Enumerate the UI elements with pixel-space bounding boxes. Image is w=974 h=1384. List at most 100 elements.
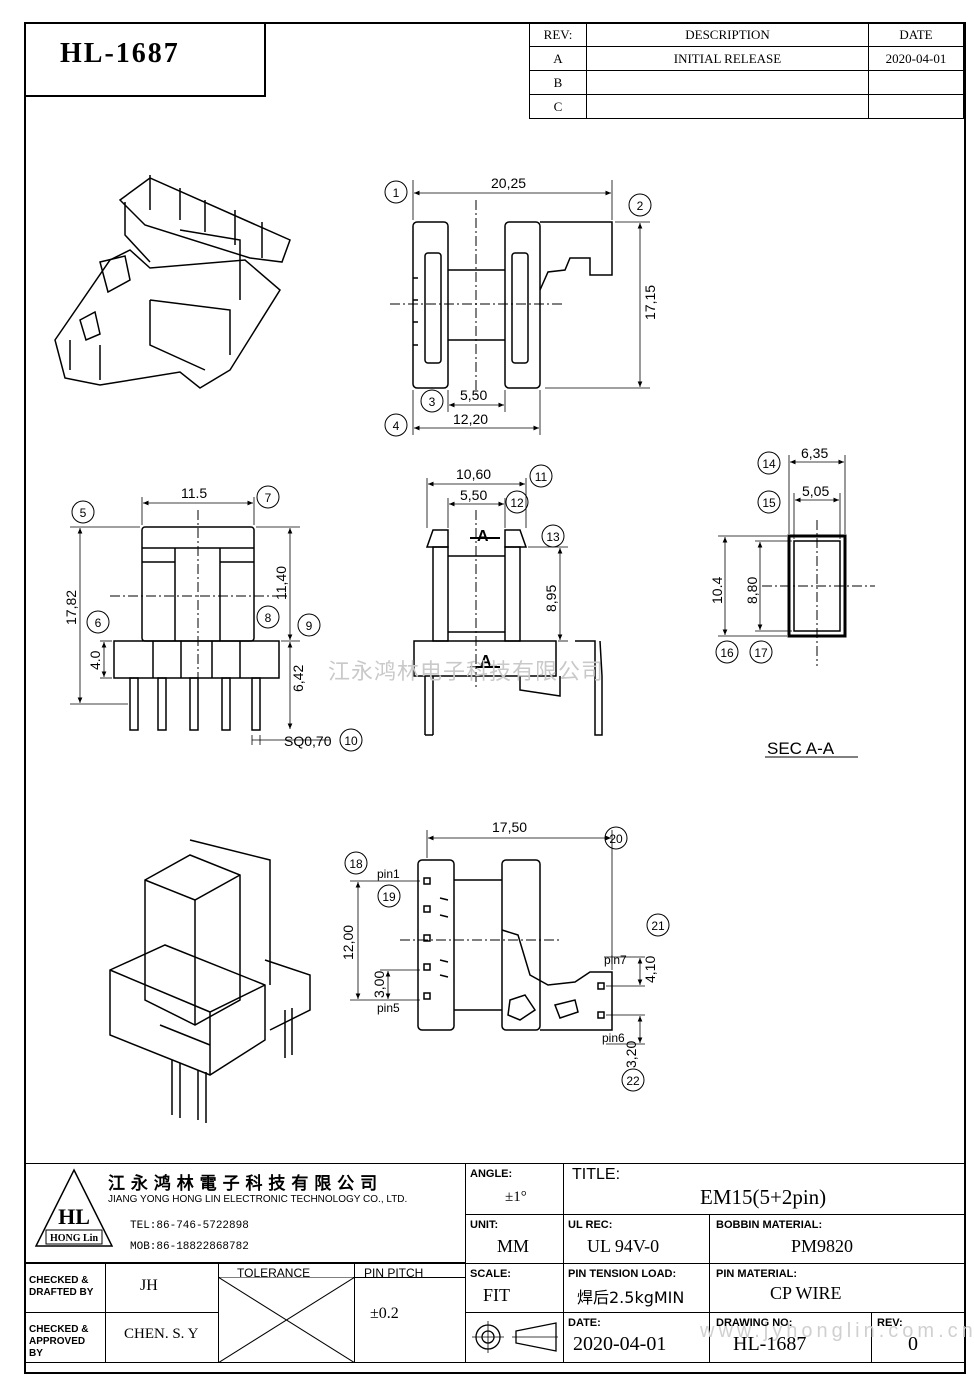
section-a-a — [762, 520, 875, 758]
pin7-label: pin7 — [604, 953, 627, 967]
dim-8-80: 8,80 — [744, 577, 760, 604]
dim-5-50-top: 5,50 — [460, 387, 487, 403]
unit-value: MM — [497, 1236, 530, 1256]
dim-6-42: 6,42 — [290, 665, 306, 692]
description-header: DESCRIPTION — [586, 22, 869, 47]
dim-8-95: 8,95 — [543, 585, 559, 612]
ul-label: UL REC: — [568, 1219, 613, 1231]
balloon-9: 9 — [306, 619, 313, 633]
dim-3-00: 3,00 — [371, 971, 387, 998]
balloon-16: 16 — [720, 646, 734, 660]
dim-5-05: 5,05 — [802, 483, 829, 499]
company-logo: HL HONG Lin — [34, 1168, 114, 1247]
balloon-13: 13 — [546, 530, 560, 544]
checked-drafted-label: CHECKED & DRAFTED BY — [29, 1275, 94, 1298]
watermark-url: www.jyhonglin.com.cn — [700, 1320, 974, 1342]
front-view — [110, 510, 290, 731]
dim-17-15: 17,15 — [642, 285, 658, 320]
pin-tension-label: PIN TENSION LOAD: — [568, 1268, 677, 1280]
checked-approved-label: CHECKED & APPROVED BY — [29, 1324, 89, 1359]
rev-cell — [871, 1312, 966, 1363]
rev-b: B — [529, 70, 587, 95]
ul-value: UL 94V-0 — [587, 1236, 660, 1256]
section-mark-a-top: A — [477, 528, 489, 545]
scale-value: FIT — [483, 1285, 510, 1305]
bottom-view — [400, 859, 613, 1031]
tolerance-cross — [218, 1277, 355, 1363]
dim-11-40: 11,40 — [273, 566, 289, 600]
balloon-12: 12 — [510, 496, 524, 510]
balloon-14: 14 — [762, 457, 776, 471]
dim-sq0-70: SQ0,70 — [284, 733, 332, 749]
angle-value: ±1° — [505, 1189, 527, 1205]
rev-value: 0 — [908, 1333, 918, 1355]
drawing-frame — [24, 22, 966, 1374]
balloon-8: 8 — [265, 611, 272, 625]
logo-text: HL — [58, 1204, 90, 1229]
checked-approved-value: CHEN. S. Y — [124, 1326, 199, 1342]
rev-a-description: INITIAL RELEASE — [586, 46, 869, 71]
projection-symbol — [472, 1321, 558, 1353]
title-block: HL HONG Lin 江 永 鸿 林 電 子 科 技 有 限 公 司 JIAN… — [24, 1163, 966, 1374]
drawing-no-value: HL-1687 — [733, 1333, 807, 1355]
pin6-label: pin6 — [602, 1031, 625, 1045]
rev-a-date: 2020-04-01 — [868, 46, 964, 71]
part-number: HL-1687 — [60, 38, 180, 69]
dim-4-10: 4,10 — [642, 956, 658, 983]
section-mark-a-bottom: A — [480, 653, 492, 670]
company-tel: TEL:86-746-5722898 — [130, 1220, 249, 1232]
balloon-5: 5 — [80, 506, 87, 520]
company-name-cn: 江 永 鸿 林 電 子 科 技 有 限 公 司 — [108, 1174, 378, 1194]
dim-11-5: 11.5 — [181, 485, 207, 501]
pin-material-value: CP WIRE — [770, 1283, 842, 1303]
balloon-3: 3 — [429, 395, 436, 409]
dim-6-35: 6,35 — [801, 445, 828, 461]
balloon-19: 19 — [382, 890, 396, 904]
balloon-18: 18 — [349, 857, 363, 871]
dim-20-25: 20,25 — [491, 175, 526, 191]
rev-c-date — [868, 94, 964, 119]
balloon-22: 22 — [626, 1074, 640, 1088]
company-name-en: JIANG YONG HONG LIN ELECTRONIC TECHNOLOG… — [108, 1194, 408, 1205]
drawing-no-label: DRAWING NO: — [716, 1317, 793, 1329]
watermark-company: 江永鸿林电子科技有限公司 — [328, 660, 605, 685]
rev-c-description — [586, 94, 869, 119]
section-title: SEC A-A — [767, 739, 835, 758]
pin1-label: pin1 — [377, 867, 400, 881]
date-value: 2020-04-01 — [573, 1333, 667, 1355]
unit-label: UNIT: — [470, 1219, 499, 1231]
pin5-label: pin5 — [377, 1001, 400, 1015]
balloon-10: 10 — [344, 734, 358, 748]
dim-17-50: 17,50 — [492, 819, 527, 835]
bobbin-value: PM9820 — [791, 1236, 854, 1256]
dim-10-4: 10.4 — [709, 577, 725, 604]
dim-3-20: 3,20 — [623, 1041, 639, 1068]
balloon-11: 11 — [535, 470, 548, 484]
isometric-view-bottom — [109, 839, 311, 1123]
top-view — [390, 200, 613, 398]
dim-10-60: 10,60 — [456, 466, 491, 482]
pin-pitch-divider — [354, 1277, 466, 1278]
revision-table: REV: DESCRIPTION DATE A INITIAL RELEASE … — [529, 22, 964, 119]
part-number-box — [24, 22, 266, 97]
checked-approved-value-cell — [105, 1312, 219, 1363]
pin-tension-value: 焊后2.5kgMIN — [577, 1288, 685, 1307]
logo-subtext: HONG Lin — [50, 1233, 99, 1244]
balloon-17: 17 — [754, 646, 768, 660]
pin-pitch-value: ±0.2 — [370, 1305, 399, 1322]
isometric-view-top — [54, 175, 291, 389]
dim-12-20: 12,20 — [453, 411, 488, 427]
rev-label: REV: — [877, 1317, 903, 1329]
dim-17-82: 17,82 — [63, 590, 79, 625]
scale-label: SCALE: — [470, 1268, 511, 1280]
date-header: DATE — [868, 22, 964, 47]
title-label: TITLE: — [572, 1166, 621, 1183]
pin-pitch-label: PIN PITCH — [364, 1266, 424, 1280]
company-mob: MOB:86-18822868782 — [130, 1241, 249, 1253]
bobbin-label: BOBBIN MATERIAL: — [716, 1219, 823, 1231]
balloon-7: 7 — [265, 491, 272, 505]
checked-drafted-value-cell — [105, 1263, 219, 1313]
dim-12-00: 12,00 — [340, 925, 356, 960]
side-view — [413, 510, 603, 736]
